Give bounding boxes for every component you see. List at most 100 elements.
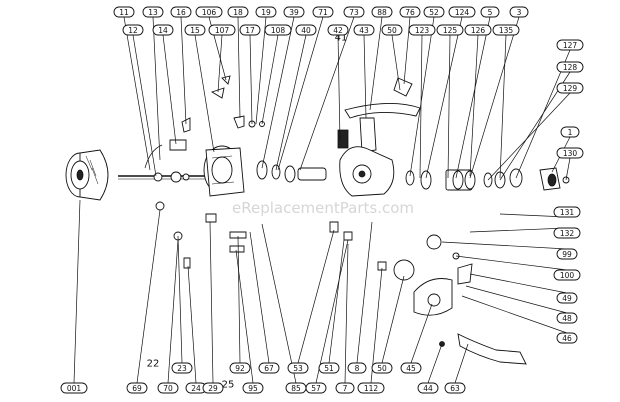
leader-line-13 — [152, 16, 161, 161]
leader-line-18 — [237, 16, 241, 119]
callout-46: 46 — [556, 332, 578, 344]
callout-7: 7 — [335, 382, 355, 394]
callout-19: 19 — [255, 6, 277, 18]
callout-001: 001 — [60, 382, 88, 394]
leader-line-69 — [136, 209, 161, 384]
callout-pill-108 — [264, 24, 292, 36]
callout-number: 53 — [293, 364, 303, 373]
callout-pill-3 — [509, 6, 529, 18]
leader-line-24 — [187, 265, 197, 384]
spool-drawing — [65, 149, 109, 201]
callout-99: 99 — [556, 248, 578, 260]
small-part-16 — [181, 117, 191, 133]
callout-pill-123 — [408, 24, 436, 36]
callout-14: 14 — [152, 24, 174, 36]
leader-lines — [73, 16, 571, 384]
callout-3: 3 — [509, 6, 529, 18]
callout-pill-50 — [381, 24, 403, 36]
callout-pill-57 — [305, 382, 327, 394]
leader-line-124 — [425, 16, 463, 179]
callout-number: 11 — [119, 8, 129, 17]
callout-number: 76 — [405, 8, 415, 17]
callout-number: 132 — [560, 229, 575, 238]
main-shaft-drawing — [118, 144, 210, 183]
leader-line-57 — [315, 239, 349, 384]
callout-pill-132 — [553, 227, 581, 239]
callout-135: 135 — [492, 24, 520, 36]
callout-number: 45 — [406, 364, 416, 373]
callout-number: 95 — [248, 384, 258, 393]
callout-pill-11 — [113, 6, 135, 18]
callout-pill-16 — [170, 6, 192, 18]
callout-63: 63 — [444, 382, 466, 394]
small-part-95 — [229, 245, 245, 253]
leader-line-39 — [261, 16, 295, 169]
leader-line-52 — [409, 16, 435, 177]
callout-pill-19 — [255, 6, 277, 18]
callout-number: 73 — [349, 8, 359, 17]
callout-number: 131 — [560, 208, 575, 217]
leader-line-15 — [194, 34, 215, 153]
leader-line-130 — [565, 157, 571, 181]
leader-line-40 — [275, 34, 307, 171]
small-part-18 — [233, 115, 245, 129]
callout-71: 71 — [312, 6, 334, 18]
callout-pill-71 — [312, 6, 334, 18]
callout-48: 48 — [556, 312, 578, 324]
callout-pill-7 — [335, 382, 355, 394]
leader-line-53 — [297, 229, 335, 364]
callout-pill-39 — [283, 6, 305, 18]
callout-43: 43 — [353, 24, 375, 36]
callout-pill-8 — [347, 362, 367, 374]
lower-part-100 — [452, 252, 460, 260]
callout-pill-106 — [195, 6, 223, 18]
reel-body-drawing — [339, 77, 421, 197]
watermark-text: eReplacementParts.com — [232, 199, 414, 217]
callout-57: 57 — [305, 382, 327, 394]
leader-line-70 — [167, 239, 179, 384]
callout-67: 67 — [258, 362, 280, 374]
callout-number: 99 — [562, 250, 572, 259]
callout-pill-73 — [343, 6, 365, 18]
callout-50: 50 — [371, 362, 393, 374]
callout-50: 50 — [381, 24, 403, 36]
free-label-25: 25 — [222, 380, 235, 391]
callout-15: 15 — [184, 24, 206, 36]
callout-69: 69 — [126, 382, 148, 394]
callout-pill-76 — [399, 6, 421, 18]
callout-112: 112 — [357, 382, 385, 394]
leader-line-100 — [455, 255, 568, 271]
leader-line-126 — [469, 34, 479, 177]
lower-part-99 — [426, 234, 442, 250]
callout-number: 63 — [450, 384, 460, 393]
callout-number: 23 — [177, 364, 187, 373]
callout-number: 16 — [176, 8, 186, 17]
callout-76: 76 — [399, 6, 421, 18]
small-part-57 — [343, 231, 353, 241]
callout-number: 24 — [191, 384, 201, 393]
callout-pill-18 — [227, 6, 249, 18]
callout-pill-99 — [556, 248, 578, 260]
callout-pill-51 — [318, 362, 340, 374]
leader-line-71 — [277, 16, 324, 171]
small-part-53 — [329, 221, 339, 233]
callout-pill-52 — [423, 6, 445, 18]
callout-number: 17 — [245, 26, 255, 35]
callout-52: 52 — [423, 6, 445, 18]
callout-pill-107 — [208, 24, 236, 36]
small-part-24 — [183, 257, 191, 269]
callout-number: 15 — [190, 26, 200, 35]
callout-number: 50 — [377, 364, 387, 373]
callout-pill-14 — [152, 24, 174, 36]
callout-number: 46 — [562, 334, 572, 343]
leader-line-108 — [261, 34, 279, 125]
callout-number: 7 — [343, 384, 348, 393]
callout-pill-15 — [184, 24, 206, 36]
leader-line-11 — [123, 16, 151, 171]
leader-line-50 — [381, 275, 405, 364]
leader-line-42 — [337, 34, 341, 141]
leader-line-23 — [177, 235, 183, 364]
small-part-29 — [205, 213, 217, 223]
free-label-41: 41 — [335, 33, 348, 44]
